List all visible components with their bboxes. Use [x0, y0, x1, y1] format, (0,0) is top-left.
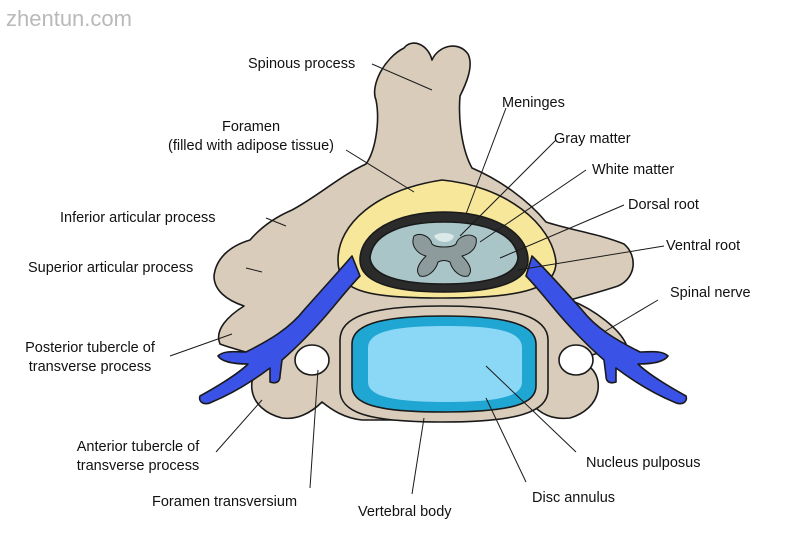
gray-matter-shape — [412, 233, 477, 277]
leader-spinal-nerve — [603, 299, 659, 333]
leader-foramen — [345, 149, 415, 193]
label-disc-annulus: Disc annulus — [532, 490, 616, 506]
leader-disc-annulus — [485, 397, 527, 483]
label-spinous-process: Spinous process — [248, 56, 356, 72]
label-white-matter: White matter — [592, 162, 675, 178]
leader-anterior-tubercle — [215, 399, 263, 453]
leader-posterior-tubercle — [169, 333, 233, 357]
label-anterior-tubercle: Anterior tubercle of transverse process — [58, 438, 218, 476]
label-posterior-tubercle: Posterior tubercle of transverse process — [10, 339, 170, 377]
leader-inferior-articular — [265, 217, 287, 227]
label-ventral-root: Ventral root — [666, 238, 741, 254]
leader-meninges — [465, 107, 507, 215]
right-foramen-transversium-shape — [558, 344, 594, 376]
label-dorsal-root: Dorsal root — [628, 197, 699, 213]
label-nucleus-pulposus: Nucleus pulposus — [586, 455, 701, 471]
label-inferior-articular: Inferior articular process — [60, 210, 216, 226]
leader-ventral-root — [517, 245, 665, 271]
label-anterior-tubercle-line2: transverse process — [76, 458, 200, 474]
leader-gray-matter — [459, 139, 557, 237]
label-posterior-tubercle-line2: transverse process — [28, 359, 152, 375]
cord-center — [434, 233, 454, 242]
leader-spinous-process — [371, 63, 433, 91]
leader-dorsal-root — [499, 204, 625, 259]
right-spinal-nerve — [525, 255, 688, 405]
label-foramen-line2: (filled with adipose tissue) — [167, 138, 335, 154]
left-spinal-nerve — [198, 255, 361, 405]
leader-nucleus-pulposus — [485, 365, 577, 453]
label-gray-matter: Gray matter — [554, 131, 631, 147]
label-foramen: Foramen (filled with adipose tissue) — [150, 118, 352, 156]
watermark: zhentun.com — [6, 6, 132, 31]
label-superior-articular: Superior articular process — [28, 260, 194, 276]
leader-white-matter — [479, 169, 587, 243]
leader-vertebral-body — [411, 417, 425, 495]
label-foramen-line1: Foramen — [221, 119, 281, 135]
leader-foramen-transversium — [309, 369, 319, 489]
label-vertebral-body: Vertebral body — [358, 504, 452, 520]
nucleus-pulposus-shape — [368, 326, 522, 402]
label-meninges: Meninges — [502, 95, 565, 111]
label-foramen-transversium: Foramen transversium — [152, 494, 298, 510]
left-foramen-transversium-shape — [294, 344, 330, 376]
label-posterior-tubercle-line1: Posterior tubercle of — [25, 340, 155, 356]
label-spinal-nerve: Spinal nerve — [670, 285, 751, 301]
label-anterior-tubercle-line1: Anterior tubercle of — [76, 439, 200, 455]
leader-superior-articular — [245, 267, 263, 273]
